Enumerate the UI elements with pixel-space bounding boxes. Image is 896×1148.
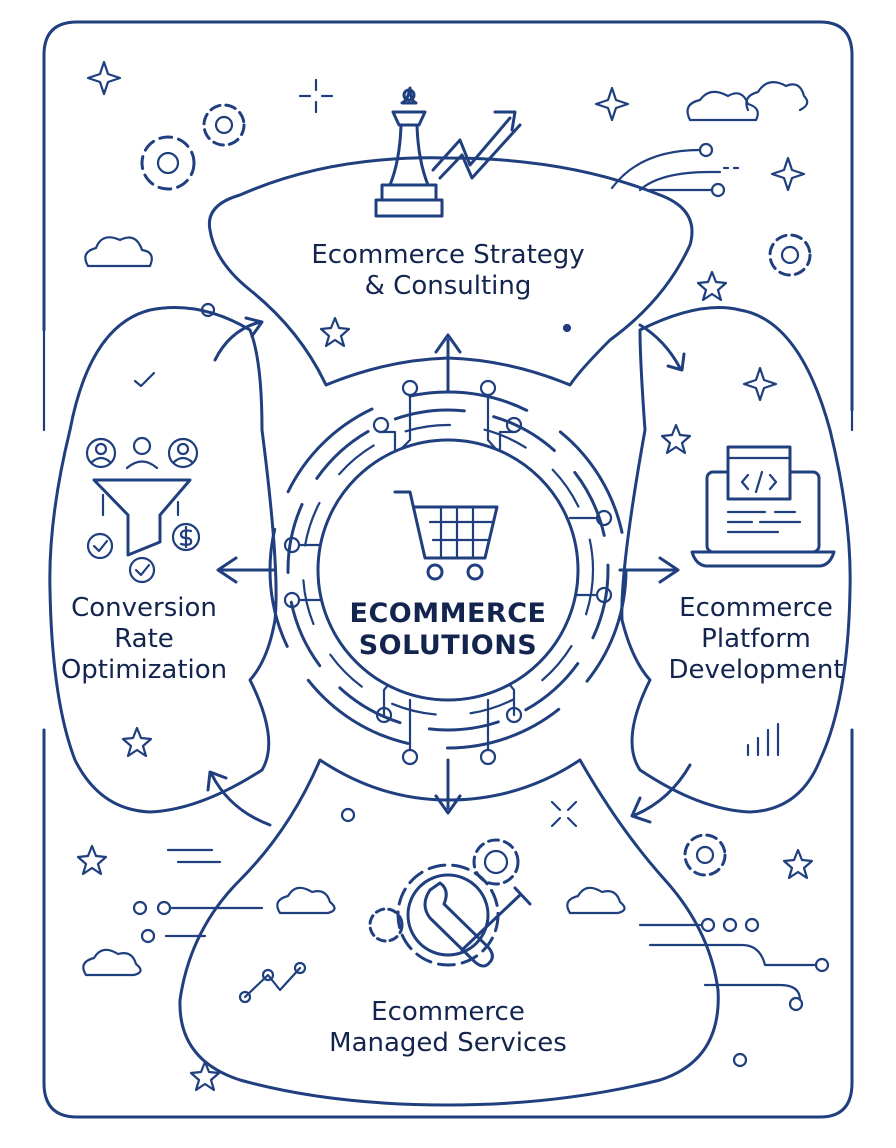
center-arrows (206, 316, 692, 827)
chess-king-icon (374, 86, 444, 218)
trend-arrow-icon (431, 110, 522, 180)
star-icon (76, 60, 814, 1092)
segment-top-shape (207, 156, 694, 387)
segment-right-label: Ecommerce Platform Development (668, 593, 844, 685)
center-hub (316, 438, 580, 702)
center-title: ECOMMERCE SOLUTIONS (349, 598, 547, 661)
segment-top-label: Ecommerce Strategy & Consulting (311, 240, 585, 301)
gear-icon (140, 103, 812, 877)
decorative-circuits (42, 142, 854, 1068)
conversion-funnel-icon (85, 371, 201, 584)
gear-wrench-icon (368, 838, 532, 968)
cloud-icon (82, 81, 809, 977)
laptop-code-icon (690, 445, 836, 568)
segment-right-shape (620, 306, 852, 814)
segment-bottom-shape (178, 758, 720, 1107)
segment-bottom-label: Ecommerce Managed Services (329, 997, 567, 1058)
outer-frame (42, 20, 854, 1119)
shopping-cart-icon (393, 490, 499, 581)
segment-left-label: Conversion Rate Optimization (60, 593, 228, 685)
segment-left-shape (48, 306, 278, 814)
